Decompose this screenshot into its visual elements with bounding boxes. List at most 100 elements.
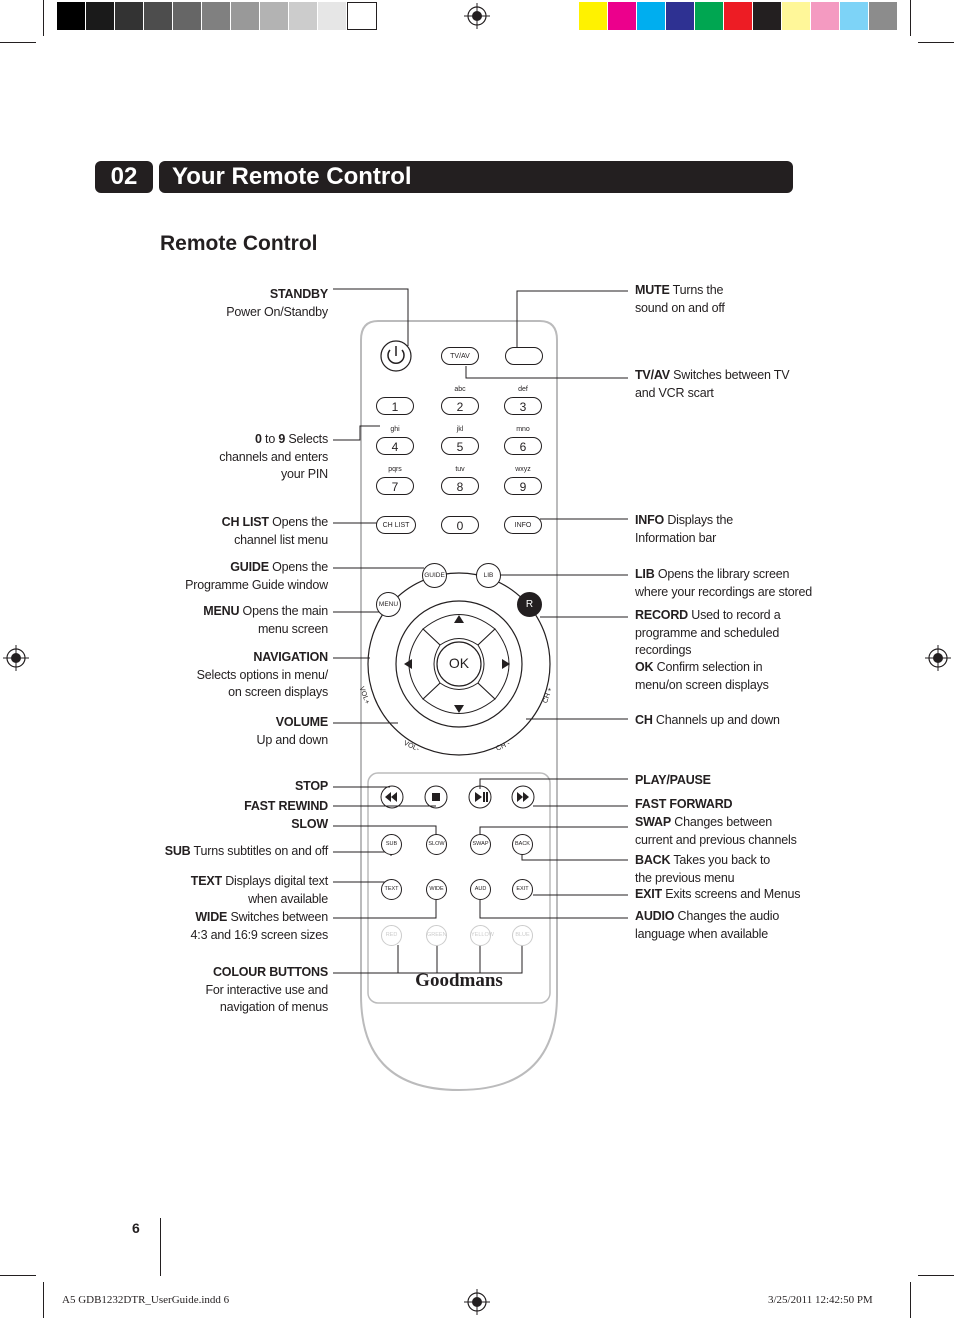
ok-callout-title: OK <box>635 660 654 674</box>
slow-button[interactable]: SLOW <box>426 834 447 855</box>
green-button[interactable]: GREEN <box>426 925 447 946</box>
page-number-rule <box>160 1218 161 1276</box>
key-5[interactable]: 5 <box>441 437 479 455</box>
text-button[interactable]: TEXT <box>381 879 402 900</box>
key-4[interactable]: 4 <box>376 437 414 455</box>
lib-callout-title: LIB <box>635 567 655 581</box>
frew-callout-title: FAST REWIND <box>244 799 328 813</box>
gray-swatch <box>231 2 260 30</box>
tvav-callout: TV/AV Switches between TV and VCR scart <box>635 367 795 402</box>
record-callout-text: Used to record a programme and scheduled… <box>635 608 781 657</box>
blue-button[interactable]: BLUE <box>512 925 533 946</box>
ok-callout-text: Confirm selection in menu/on screen disp… <box>635 660 769 692</box>
key-1[interactable]: 1 <box>376 397 414 415</box>
guide-callout-title: GUIDE <box>230 560 269 574</box>
back-callout: BACK Takes you back to the previous menu <box>635 852 775 887</box>
record-callout: RECORD Used to record a programme and sc… <box>635 607 785 660</box>
key-0[interactable]: 0 <box>441 516 479 534</box>
registration-mark-icon <box>3 645 29 671</box>
sub-button[interactable]: SUB <box>381 834 402 855</box>
swap-button[interactable]: SWAP <box>470 834 491 855</box>
exit-callout-title: EXIT <box>635 887 662 901</box>
text-callout-text: Displays digital text when available <box>221 874 328 906</box>
audio-callout-title: AUDIO <box>635 909 675 923</box>
key-8[interactable]: 8 <box>441 477 479 495</box>
footer-date: 3/25/2011 12:42:50 PM <box>768 1294 873 1306</box>
lib-button[interactable]: LIB <box>476 563 501 588</box>
chapter-number: 02 <box>95 161 153 193</box>
key-2[interactable]: 2 <box>441 397 479 415</box>
crop-mark <box>918 42 954 43</box>
mute-callout-title: MUTE <box>635 283 670 297</box>
playpause-callout-title: PLAY/PAUSE <box>635 773 711 787</box>
swap-callout-text: Changes between current and previous cha… <box>635 815 797 847</box>
exit-callout: EXIT Exits screens and Menus <box>635 886 805 904</box>
ok-button[interactable]: OK <box>448 655 470 671</box>
color-swatch <box>579 2 608 30</box>
mute-callout: MUTE Turns the sound on and off <box>635 282 740 317</box>
color-swatch <box>695 2 724 30</box>
mute-button[interactable] <box>505 347 543 365</box>
crop-mark <box>0 42 36 43</box>
nav-callout-text: Selects options in menu/ on screen displ… <box>196 667 329 700</box>
info-button[interactable]: INFO <box>504 516 542 534</box>
registration-mark-icon <box>464 3 490 29</box>
record-button[interactable]: R <box>517 592 542 617</box>
digits-callout-title: 0 <box>255 432 262 446</box>
chlist-callout-title: CH LIST <box>221 515 269 529</box>
digits-callout: 0 to 9 Selects channels and enters your … <box>219 432 328 481</box>
ch-callout-text: Channels up and down <box>652 713 780 727</box>
color-swatch <box>724 2 753 30</box>
section-title: Remote Control <box>160 232 318 255</box>
stop-callout-title: STOP <box>294 779 328 793</box>
ch-callout: CH Channels up and down <box>635 712 785 730</box>
tvav-callout-title: TV/AV <box>635 368 670 382</box>
swap-callout: SWAP Changes between current and previou… <box>635 814 805 849</box>
ffwd-callout: FAST FORWARD <box>635 796 745 814</box>
gray-swatch <box>57 2 86 30</box>
slow-callout-title: SLOW <box>291 817 328 831</box>
key-3[interactable]: 3 <box>504 397 542 415</box>
record-callout-title: RECORD <box>635 608 688 622</box>
color-swatch <box>666 2 695 30</box>
wide-button[interactable]: WIDE <box>426 879 447 900</box>
audio-button[interactable]: AUD <box>470 879 491 900</box>
color-swatch <box>753 2 782 30</box>
chlist-button[interactable]: CH LIST <box>376 516 416 534</box>
exit-button[interactable]: EXIT <box>512 879 533 900</box>
key-6[interactable]: 6 <box>504 437 542 455</box>
audio-callout-text: Changes the audio language when availabl… <box>635 909 780 941</box>
menu-button[interactable]: MENU <box>376 592 401 617</box>
red-button[interactable]: RED <box>381 925 402 946</box>
tvav-button[interactable]: TV/AV <box>441 347 479 365</box>
crop-mark <box>0 1275 36 1276</box>
color-swatch <box>608 2 637 30</box>
registration-mark-icon <box>925 645 951 671</box>
nav-callout-title: NAVIGATION <box>253 650 328 664</box>
standby-callout-title: STANDBY <box>269 287 328 301</box>
slow-callout: SLOW <box>228 816 328 834</box>
key-9[interactable]: 9 <box>504 477 542 495</box>
ch-callout-title: CH <box>635 713 653 727</box>
lib-callout-text: Opens the library screen where your reco… <box>635 567 813 599</box>
back-button[interactable]: BACK <box>512 834 533 855</box>
playpause-callout: PLAY/PAUSE <box>635 772 735 790</box>
wide-callout: WIDE Switches between 4:3 and 16:9 scree… <box>188 909 329 944</box>
gray-swatch <box>144 2 173 30</box>
gray-swatch <box>173 2 202 30</box>
color-swatch <box>782 2 811 30</box>
info-callout: INFO Displays the Information bar <box>635 512 755 547</box>
guide-button[interactable]: GUIDE <box>422 563 447 588</box>
key-7[interactable]: 7 <box>376 477 414 495</box>
chlist-callout: CH LIST Opens the channel list menu <box>188 514 329 549</box>
key-letters: tuv <box>455 466 465 473</box>
gray-swatch <box>202 2 231 30</box>
digits-callout-text: Selects channels and enters your PIN <box>219 432 328 481</box>
menu-callout-title: MENU <box>203 604 240 618</box>
key-letters: pqrs <box>388 466 402 473</box>
yellow-button[interactable]: YELLOW <box>470 925 494 946</box>
sub-callout: SUB Turns subtitles on and off <box>158 843 329 861</box>
